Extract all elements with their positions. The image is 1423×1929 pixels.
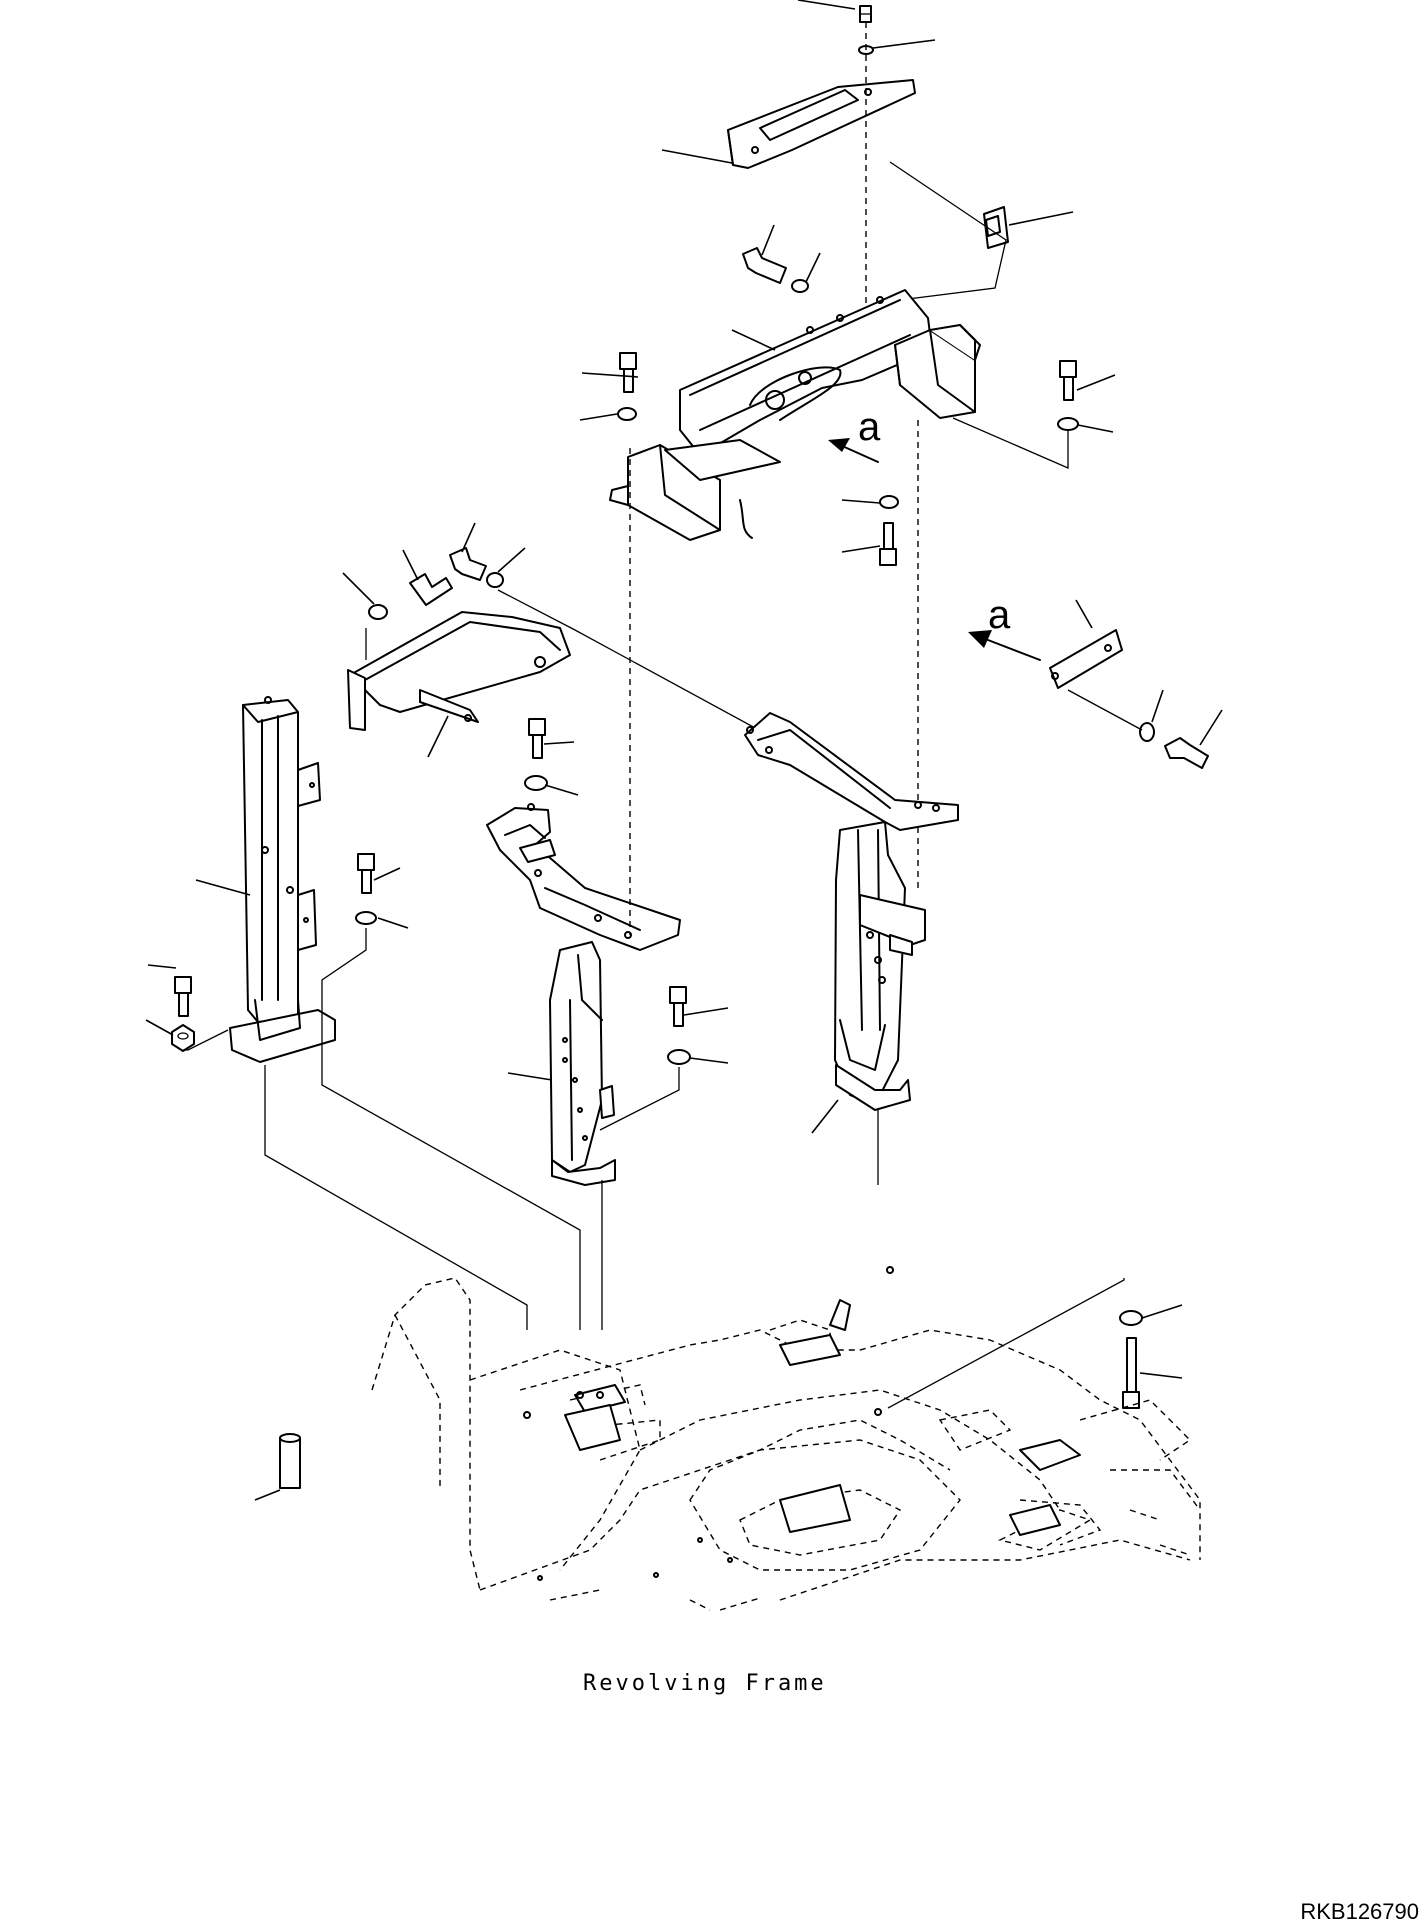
leader-line xyxy=(811,1099,839,1134)
assembly-guide-line xyxy=(321,928,581,1330)
leader-line xyxy=(497,547,526,573)
leader-line xyxy=(147,964,177,969)
washer-icon xyxy=(355,911,377,925)
leader-line xyxy=(1139,1372,1183,1379)
bolt-icon xyxy=(357,853,375,894)
leader-line xyxy=(1141,1304,1183,1319)
leader-line xyxy=(1076,374,1116,391)
washer-icon xyxy=(879,495,899,509)
washer-icon xyxy=(791,279,809,293)
bolt-icon xyxy=(409,573,453,606)
leader-line xyxy=(581,372,639,378)
leader-line xyxy=(797,0,856,10)
leader-line xyxy=(402,549,419,581)
nut-icon xyxy=(171,1024,195,1052)
assembly-guide-line xyxy=(497,589,769,736)
washer-icon xyxy=(617,407,637,421)
leader-line xyxy=(373,867,401,881)
assembly-guide-line xyxy=(887,1278,1125,1409)
leader-line xyxy=(1077,424,1114,433)
bolt-icon xyxy=(669,986,687,1027)
assembly-guide-line xyxy=(889,161,1007,301)
bolt-icon xyxy=(174,976,192,1017)
revolving-frame-base xyxy=(254,1266,1201,1611)
bolt-icon xyxy=(859,5,872,23)
washer-icon xyxy=(524,775,548,791)
leader-line xyxy=(1151,689,1164,723)
arrow-icon xyxy=(968,630,1041,661)
assembly-guide-line xyxy=(952,417,1069,469)
leader-line xyxy=(805,252,821,283)
washer-icon xyxy=(486,572,504,588)
bolt-icon xyxy=(879,522,897,566)
bolt-icon xyxy=(449,547,487,581)
bolt-icon xyxy=(528,718,546,759)
washer-icon xyxy=(1139,722,1155,742)
bolt-icon xyxy=(1122,1337,1140,1409)
upper-cross-frame xyxy=(609,289,981,541)
leader-line xyxy=(543,741,575,745)
leader-line xyxy=(377,917,409,929)
leader-line xyxy=(689,1057,729,1064)
washer-icon xyxy=(1057,417,1079,431)
washer-icon xyxy=(667,1049,691,1065)
arrow-icon xyxy=(828,438,879,463)
assembly-guide-line xyxy=(1067,689,1143,731)
leader-line xyxy=(145,1019,174,1036)
leader-line xyxy=(579,413,618,421)
leader-line xyxy=(761,224,775,256)
leader-line xyxy=(342,572,375,605)
left-upper-bracket xyxy=(347,611,571,731)
washer-icon xyxy=(1119,1310,1143,1326)
bolt-icon xyxy=(1059,360,1077,401)
view-marker-a-side: a xyxy=(988,593,1011,637)
center-post xyxy=(486,803,681,1186)
assembly-guide-line xyxy=(183,1029,229,1051)
leader-line xyxy=(661,149,733,164)
left-vertical-post xyxy=(229,696,336,1063)
leader-line xyxy=(1008,211,1074,226)
leader-line xyxy=(544,784,579,796)
leader-line xyxy=(507,1072,553,1081)
bolt-icon xyxy=(742,247,787,284)
leader-line xyxy=(841,499,881,504)
leader-line xyxy=(195,879,251,896)
leader-line xyxy=(872,39,936,49)
drawing-id: RKB126790 xyxy=(1300,1899,1419,1924)
leader-line xyxy=(1075,599,1093,629)
leader-line xyxy=(1199,709,1223,746)
assembly-guide-line xyxy=(264,1065,528,1330)
side-plate xyxy=(1049,629,1123,689)
washer-icon xyxy=(368,604,388,620)
leader-line xyxy=(461,522,476,553)
top-cover-plate xyxy=(727,79,916,169)
assembly-guide-line xyxy=(599,1067,680,1131)
right-post xyxy=(744,712,959,1111)
leader-line xyxy=(841,545,881,553)
leader-line xyxy=(731,329,776,351)
bolt-icon xyxy=(619,352,637,393)
leader-line xyxy=(683,1007,729,1016)
view-marker-a-upper: a xyxy=(858,405,881,449)
leader-line xyxy=(427,715,449,758)
diagram-caption: Revolving Frame xyxy=(583,1671,827,1696)
bolt-icon xyxy=(1164,737,1209,769)
